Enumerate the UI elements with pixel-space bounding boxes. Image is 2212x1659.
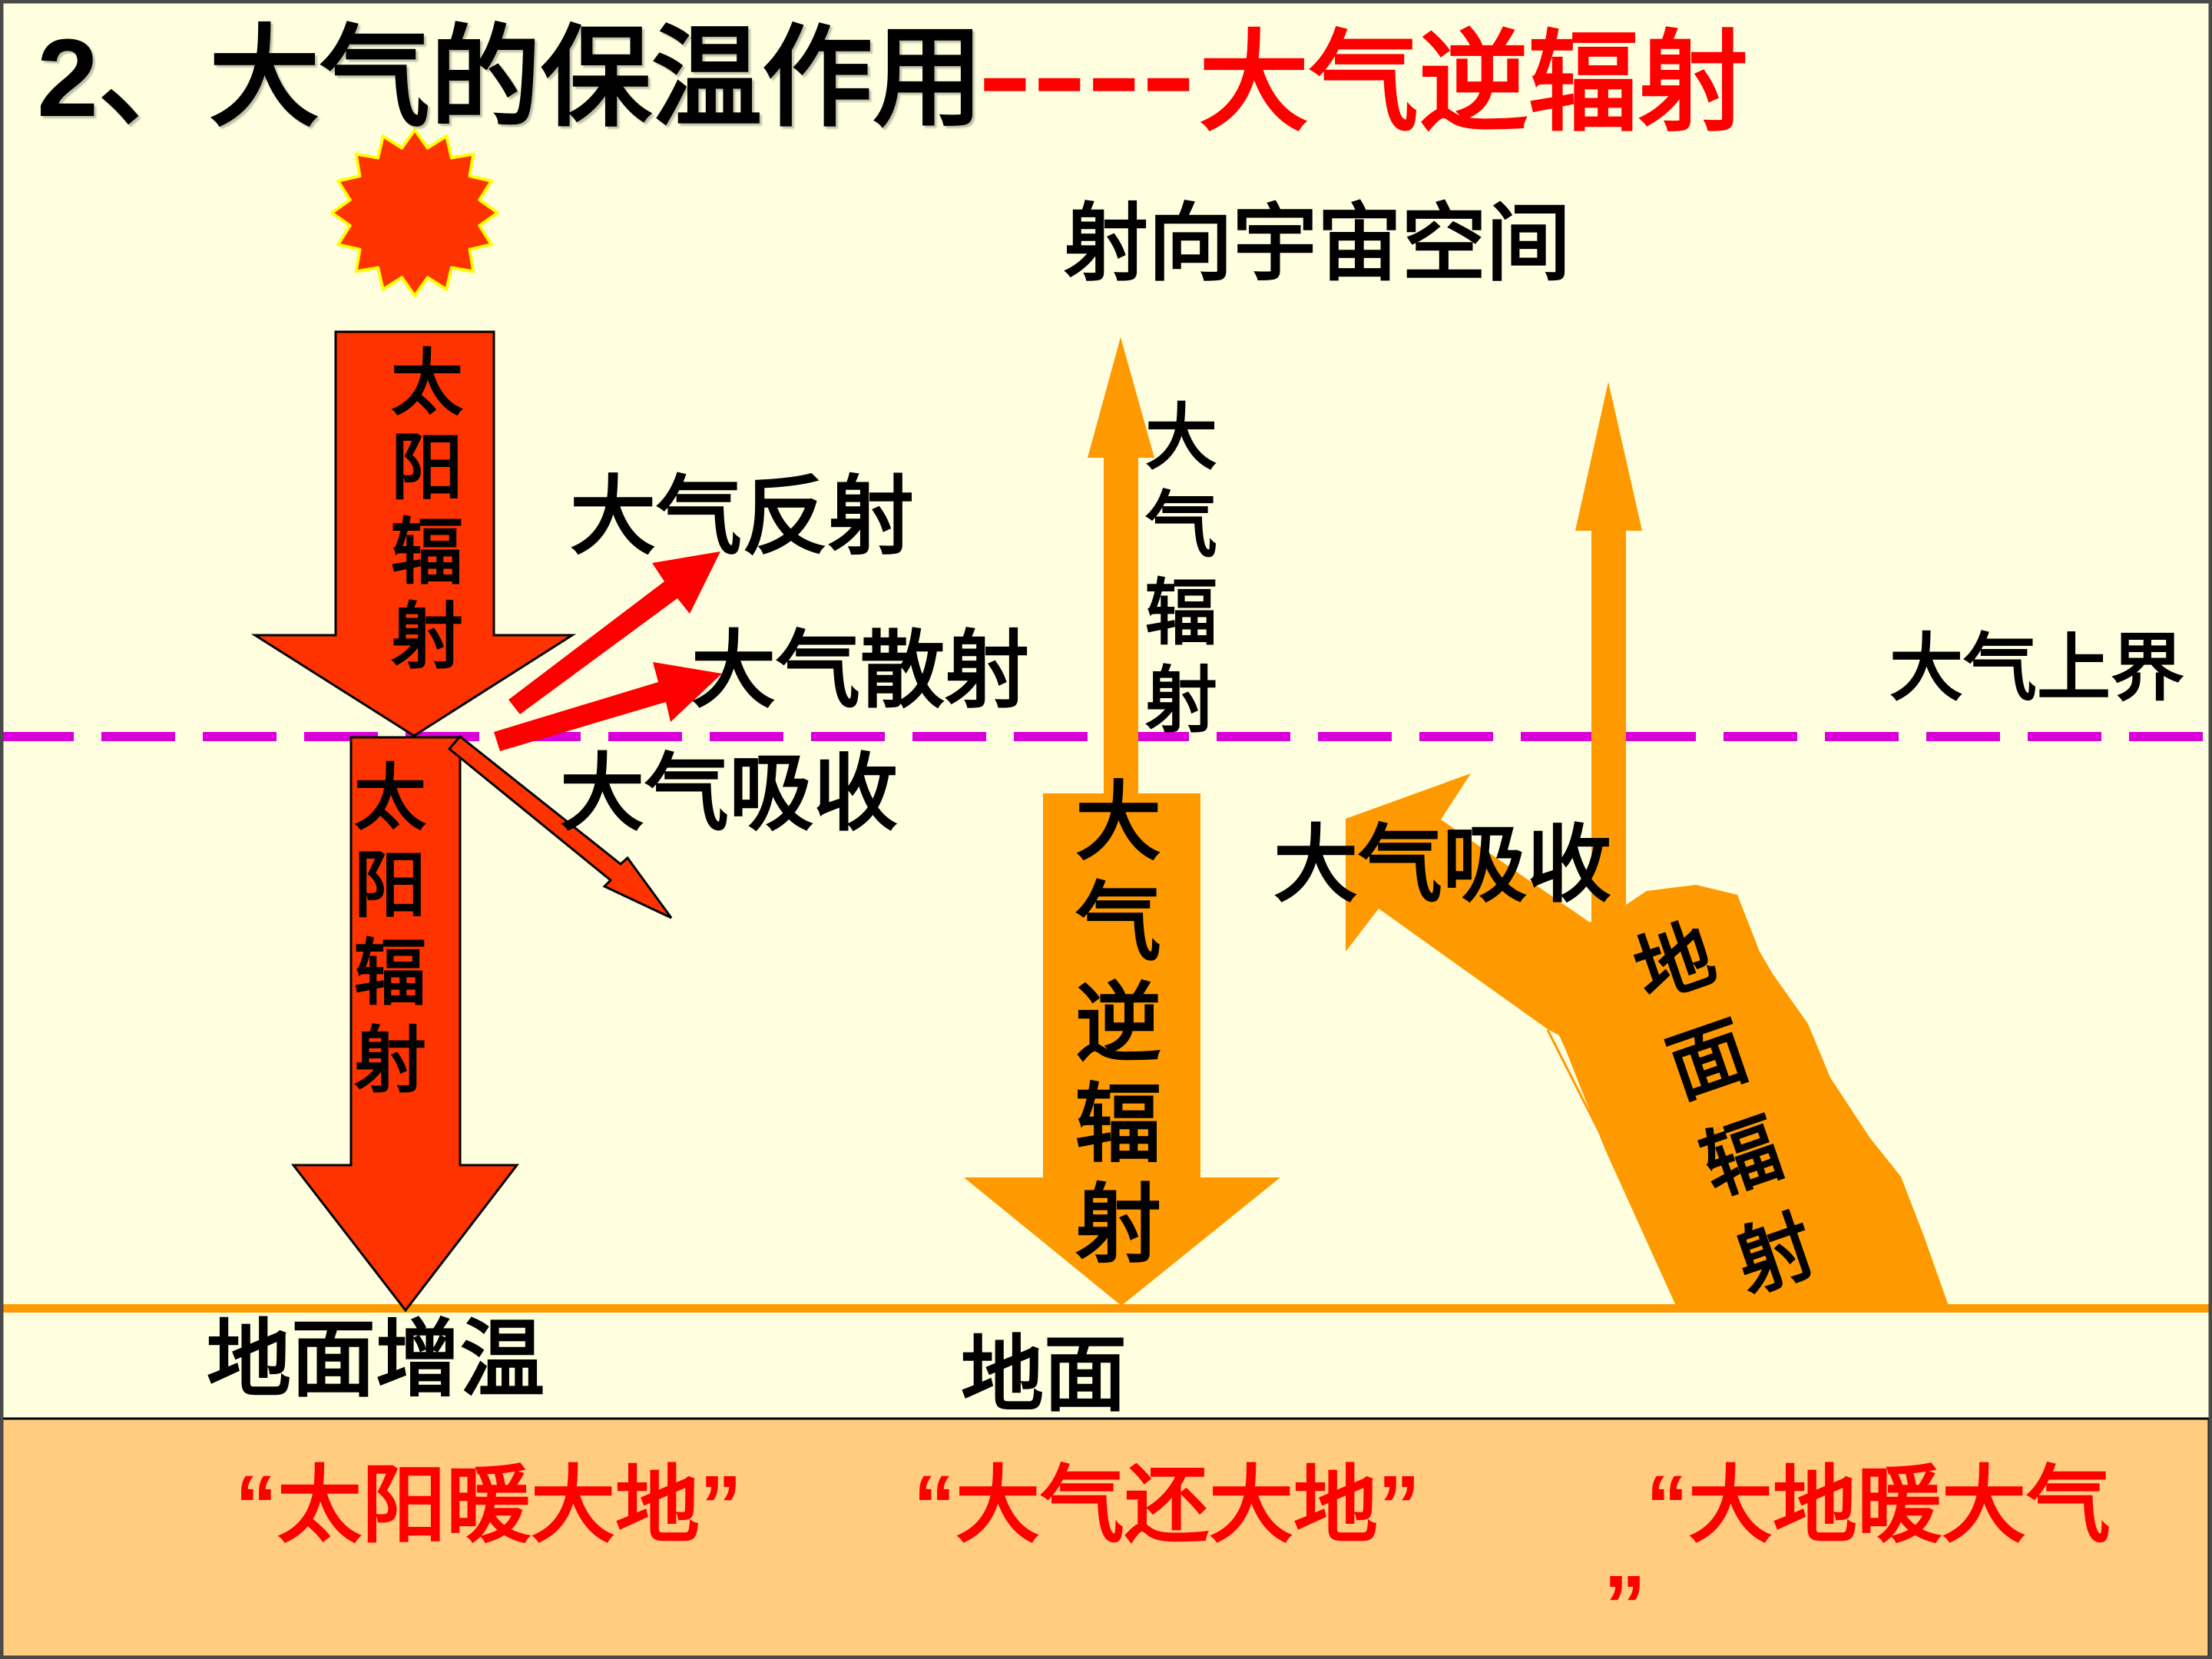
title-highlight: 大气逆辐射: [1199, 22, 1748, 144]
summary-text: 太阳暖大地: [277, 1459, 700, 1553]
ground-radiation-shape: [1346, 773, 1949, 1306]
summary-text: 大气还大地: [955, 1459, 1378, 1553]
solar-absorption-arrow: [447, 734, 673, 919]
sun-icon: [330, 128, 499, 297]
solar-absorption-label: 大气吸收: [560, 747, 898, 841]
counter-radiation-label: 大气逆辐射: [1075, 774, 1161, 1273]
ground-radiation-escape-arrow: [1575, 382, 1642, 926]
reflection-arrow: [508, 551, 720, 714]
counter-radiation-down-arrow: [964, 793, 1280, 1306]
title-separator: ----: [978, 15, 1196, 137]
ground-line: [0, 1304, 2212, 1313]
summary-item-atmosphere-returns-earth: “大气还大地”: [871, 1464, 1462, 1548]
atmosphere-top-label: 大气上界: [1889, 628, 2184, 710]
open-quote: “: [1646, 1459, 1688, 1553]
ground-label: 地面: [961, 1328, 1128, 1421]
slide-title: 2、大气的保温作用: [37, 16, 984, 140]
close-quote: ”: [1378, 1459, 1420, 1553]
ground-radiation-edge-stroke: [1546, 1029, 1607, 1144]
space-label: 射向宇宙空间: [1064, 197, 1571, 291]
scattering-arrow: [494, 662, 722, 751]
incoming-solar-radiation-arrow: [250, 330, 577, 737]
open-quote: “: [913, 1459, 955, 1553]
summary-text: 大地暖大气: [1688, 1459, 2111, 1553]
close-quote: ”: [1604, 1558, 1646, 1653]
atmospheric-radiation-up-arrow: [1088, 337, 1154, 799]
surface-solar-radiation-arrow: [290, 736, 520, 1313]
reflection-label: 大气反射: [570, 469, 914, 565]
incoming-solar-label: 太阳辐射: [391, 343, 464, 677]
atmospheric-radiation-label: 大气辐射: [1145, 397, 1218, 740]
summary-item-sun-warms-earth: “太阳暖大地”: [193, 1464, 784, 1548]
surface-solar-label: 太阳辐射: [354, 757, 427, 1101]
ground-warming-label: 地面增温: [207, 1313, 545, 1407]
summary-band: [1, 1417, 2210, 1659]
summary-item-earth-warms-atmosphere: “大地暖大气: [1604, 1464, 2111, 1548]
close-quote: ”: [700, 1459, 742, 1553]
ground-absorption-label: 大气吸收: [1273, 818, 1611, 912]
scattering-label: 大气散射: [691, 624, 1029, 718]
summary-item-earth-warms-atmosphere-wrap: ”: [1604, 1564, 1688, 1648]
open-quote: “: [235, 1459, 277, 1553]
